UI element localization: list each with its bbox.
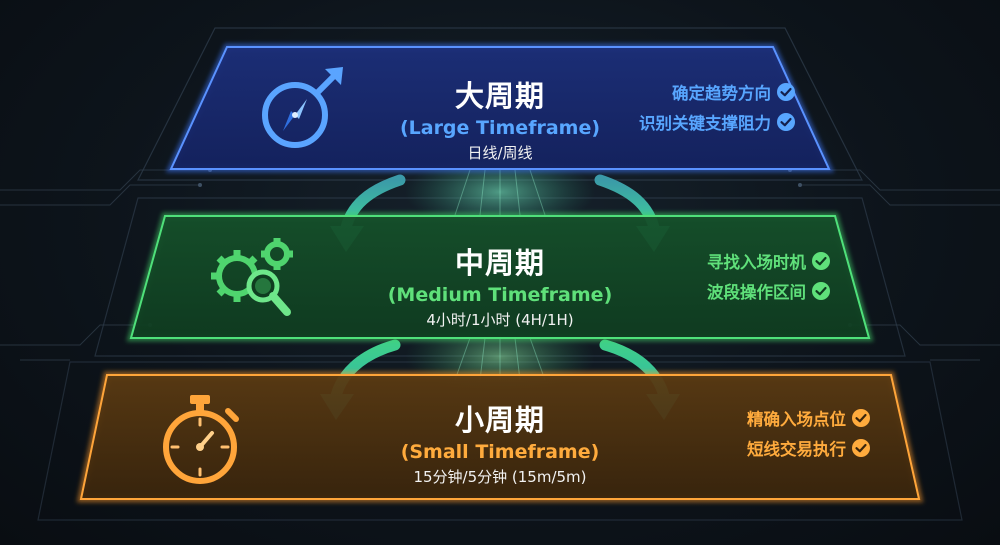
tier-large-timeframe: 大周期 (Large Timeframe) 日线/周线 确定趋势方向 识别关键支… xyxy=(165,43,835,175)
large-subtitle: (Large Timeframe) xyxy=(399,117,601,139)
medium-checklist: 寻找入场时机 波段操作区间 xyxy=(707,246,830,306)
check-label: 确定趋势方向 xyxy=(672,84,771,103)
check-label: 精确入场点位 xyxy=(747,410,846,429)
small-subtitle: (Small Timeframe) xyxy=(400,441,600,463)
large-detail: 日线/周线 xyxy=(467,144,533,162)
tier-small-panel xyxy=(76,371,924,503)
check-item: 识别关键支撑阻力 xyxy=(639,107,795,137)
check-circle-icon xyxy=(852,409,870,427)
gears-magnifier-icon xyxy=(211,238,293,316)
check-item: 波段操作区间 xyxy=(707,276,830,306)
small-title: 小周期 xyxy=(454,403,545,437)
check-circle-icon xyxy=(852,439,870,457)
check-item: 寻找入场时机 xyxy=(707,246,830,276)
check-label: 短线交易执行 xyxy=(747,440,846,459)
check-item: 确定趋势方向 xyxy=(639,77,795,107)
check-circle-icon xyxy=(777,83,795,101)
tier-small-timeframe: 小周期 (Small Timeframe) 15分钟/5分钟 (15m/5m) … xyxy=(75,371,925,505)
check-circle-icon xyxy=(777,113,795,131)
tier-medium-panel xyxy=(126,212,874,342)
medium-detail: 4小时/1小时 (4H/1H) xyxy=(426,311,574,329)
large-checklist: 确定趋势方向 识别关键支撑阻力 xyxy=(639,77,795,137)
check-circle-icon xyxy=(812,252,830,270)
check-item: 精确入场点位 xyxy=(747,403,870,433)
check-label: 波段操作区间 xyxy=(707,283,806,302)
tier-medium-timeframe: 中周期 (Medium Timeframe) 4小时/1小时 (4H/1H) 寻… xyxy=(125,212,875,344)
small-checklist: 精确入场点位 短线交易执行 xyxy=(747,403,870,463)
small-detail: 15分钟/5分钟 (15m/5m) xyxy=(413,468,587,486)
medium-title: 中周期 xyxy=(454,246,545,280)
medium-subtitle: (Medium Timeframe) xyxy=(387,284,613,306)
stopwatch-icon xyxy=(163,395,239,484)
check-label: 寻找入场时机 xyxy=(707,253,806,272)
check-item: 短线交易执行 xyxy=(747,433,870,463)
check-circle-icon xyxy=(812,282,830,300)
compass-arrow-icon xyxy=(262,67,343,148)
large-title: 大周期 xyxy=(454,79,545,113)
check-label: 识别关键支撑阻力 xyxy=(639,114,771,133)
